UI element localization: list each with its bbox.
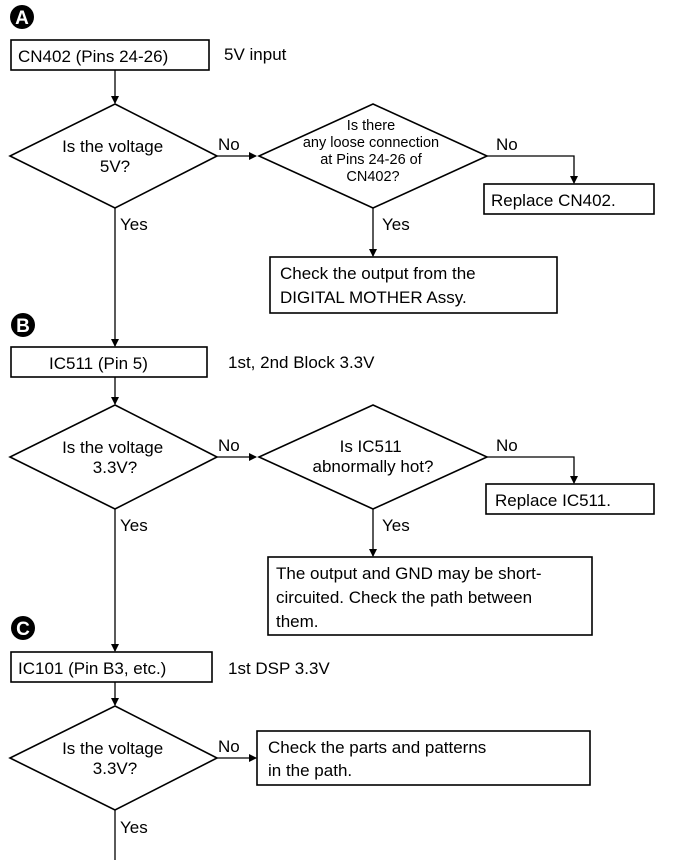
label-no-a1: No <box>218 135 240 154</box>
decision-voltage-3v3-c <box>8 705 219 811</box>
check-digital-mother-text: Check the output from the DIGITAL MOTHER… <box>280 264 480 307</box>
cn402-note: 5V input <box>224 45 287 64</box>
badge-c: C <box>11 616 35 640</box>
ic511-note: 1st, 2nd Block 3.3V <box>228 353 375 372</box>
label-yes-a1: Yes <box>120 215 148 234</box>
label-no-b2: No <box>496 436 518 455</box>
cn402-box <box>10 39 210 71</box>
badge-b: B <box>11 313 35 337</box>
decision-voltage-3v3-b-text: Is the voltage 3.3V? <box>62 438 168 477</box>
ic511-box <box>10 346 208 378</box>
check-parts-text: Check the parts and patterns in the path… <box>268 738 491 780</box>
label-yes-c1: Yes <box>120 818 148 837</box>
badge-a: A <box>10 5 34 29</box>
decision-loose-connection-text: Is there any loose connection at Pins 24… <box>303 118 443 185</box>
replace-ic511-box <box>485 483 655 515</box>
check-digital-mother-box <box>269 256 558 314</box>
check-parts-box <box>256 730 591 786</box>
replace-cn402-text: Replace CN402. <box>491 191 616 210</box>
decision-voltage-3v3-c-text: Is the voltage 3.3V? <box>62 739 168 778</box>
arrow-q2-no <box>487 155 578 184</box>
label-yes-b1: Yes <box>120 516 148 535</box>
decision-voltage-5v <box>8 103 219 209</box>
decision-voltage-5v-text: Is the voltage 5V? <box>62 137 168 176</box>
label-yes-b2: Yes <box>382 516 410 535</box>
decision-ic511-hot-text: Is IC511 abnormally hot? <box>313 437 434 476</box>
ic101-box <box>10 651 213 683</box>
badge-a-letter: A <box>15 8 29 29</box>
ic511-box-label: IC511 (Pin 5) <box>49 354 148 373</box>
replace-cn402-box <box>483 183 655 215</box>
badge-b-letter: B <box>16 316 30 337</box>
short-circuit-check-box <box>267 556 593 636</box>
label-no-c1: No <box>218 737 240 756</box>
label-yes-a2: Yes <box>382 215 410 234</box>
label-no-b1: No <box>218 436 240 455</box>
cn402-box-label: CN402 (Pins 24-26) <box>18 47 168 66</box>
arrow-b-q2-no <box>487 456 578 484</box>
ic101-box-label: IC101 (Pin B3, etc.) <box>18 659 166 678</box>
short-circuit-check-text: The output and GND may be short- circuit… <box>276 564 546 631</box>
badge-c-letter: C <box>16 619 30 640</box>
replace-ic511-text: Replace IC511. <box>495 491 611 510</box>
ic101-note: 1st DSP 3.3V <box>228 659 330 678</box>
label-no-a2: No <box>496 135 518 154</box>
decision-voltage-3v3-b <box>8 404 219 510</box>
